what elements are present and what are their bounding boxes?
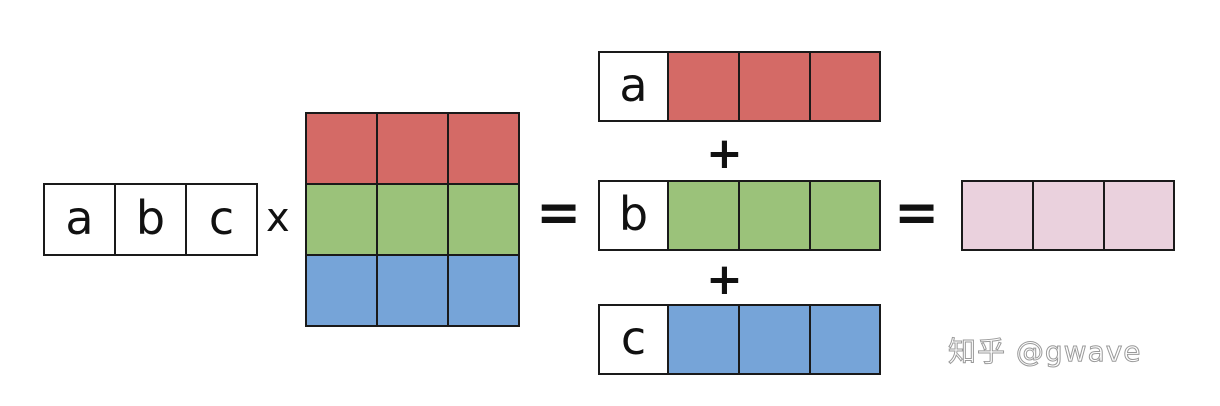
- matrix-cell: [447, 112, 520, 185]
- matrix-cell: [305, 112, 378, 185]
- term-cell: [667, 304, 740, 375]
- plus-operator-2: +: [706, 254, 743, 305]
- matrix-cell: [447, 183, 520, 256]
- result-cell: [1103, 180, 1175, 251]
- term-cell: [809, 180, 881, 251]
- plus-operator-1: +: [706, 128, 743, 179]
- equals-operator-2: =: [894, 181, 940, 244]
- vector-cell-b: b: [114, 183, 187, 256]
- term-cell: [667, 180, 740, 251]
- term-cell: [809, 304, 881, 375]
- term-cell: [738, 180, 811, 251]
- matrix-cell: [376, 112, 449, 185]
- matrix-cell: [305, 183, 378, 256]
- term-cell: [738, 304, 811, 375]
- term-cell: [667, 51, 740, 122]
- times-operator: x: [266, 195, 290, 241]
- term-cell: [738, 51, 811, 122]
- term-cell: [809, 51, 881, 122]
- matrix-cell: [376, 254, 449, 327]
- term-coefficient-c: c: [598, 304, 669, 375]
- matrix-cell: [376, 183, 449, 256]
- matrix-cell: [305, 254, 378, 327]
- watermark-text: 知乎 @gwave: [948, 335, 1142, 369]
- vector-cell-c: c: [185, 183, 258, 256]
- vector-cell-a: a: [43, 183, 116, 256]
- term-coefficient-b: b: [598, 180, 669, 251]
- result-cell: [1032, 180, 1105, 251]
- term-coefficient-a: a: [598, 51, 669, 122]
- result-cell: [961, 180, 1034, 251]
- matrix-cell: [447, 254, 520, 327]
- equals-operator-1: =: [536, 181, 582, 244]
